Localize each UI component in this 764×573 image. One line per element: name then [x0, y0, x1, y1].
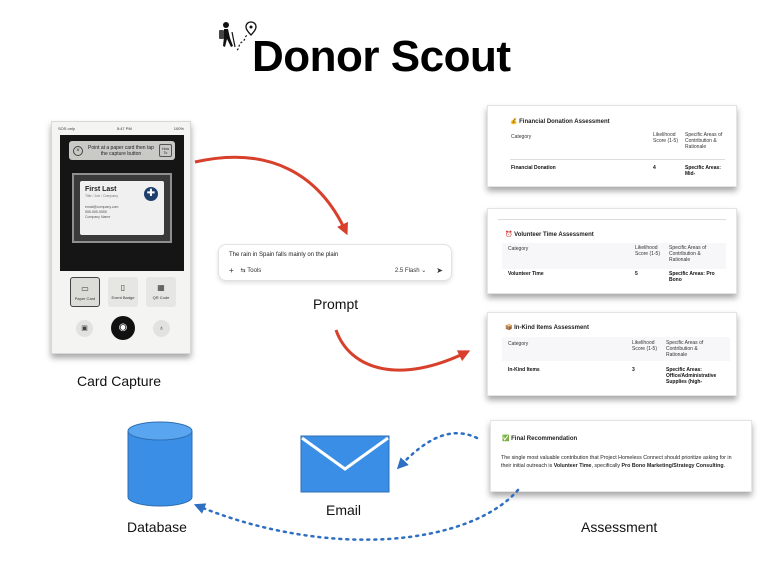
gallery-icon[interactable]: ▣ [76, 319, 93, 337]
inkind-row-category: In-Kind Items [508, 367, 540, 373]
check-icon: ✅ [502, 436, 512, 442]
final-text-1: The single most valuable contribution th… [501, 455, 732, 469]
card-phone: 555-555-5555 [85, 210, 107, 214]
caption-database: Database [127, 519, 187, 535]
status-battery: 100% [173, 125, 184, 131]
financial-title: Financial Donation Assessment [519, 119, 610, 125]
financial-assessment-card: 💰 Financial Donation Assessment Category… [487, 105, 737, 187]
volunteer-row-areas: Specific Areas: Pro Bono [669, 271, 715, 283]
financial-row-score: 4 [653, 165, 656, 171]
volunteer-header-bg [502, 243, 726, 269]
card-title: Title / Job / Company [85, 194, 118, 198]
email-icon [300, 435, 390, 493]
mode-event-badge[interactable]: ▯ Event Badge [108, 277, 138, 307]
mode-label: Event Badge [111, 295, 135, 300]
money-bag-icon: 💰 [510, 119, 520, 125]
tools-label: Tools [247, 267, 262, 274]
inkind-header-bg [502, 337, 730, 361]
chevron-down-icon: ⌄ [421, 267, 427, 274]
final-recommendation-card: ✅ Final Recommendation The single most v… [490, 420, 752, 492]
prompt-toolbar: + ⇆ Tools 2.5 Flash ⌄ ➤ [229, 265, 443, 275]
volunteer-row-category: Volunteer Time [508, 271, 544, 277]
tools-button[interactable]: ⇆ Tools [241, 267, 395, 274]
mode-label: QR Code [152, 295, 170, 300]
caption-card-capture: Card Capture [77, 373, 162, 389]
send-icon[interactable]: ➤ [436, 265, 443, 275]
financial-col-score: Likelihood Score (1-5) [653, 132, 679, 144]
financial-row-areas: Specific Areas: Mid- [685, 165, 721, 177]
card-email: email@company.com [85, 205, 119, 209]
how-to-button[interactable]: How To [159, 144, 172, 157]
final-text-3: . [723, 463, 726, 469]
arrow-assessment-to-email [396, 432, 479, 470]
add-button[interactable]: + [229, 265, 234, 275]
inkind-title: In-Kind Items Assessment [514, 325, 589, 331]
volunteer-col-category: Category [508, 246, 529, 252]
prompt-text: The rain in Spain falls mainly on the pl… [229, 252, 339, 258]
caption-prompt: Prompt [313, 296, 359, 312]
compass-logo-icon: ✚ [144, 187, 158, 201]
phone-screenshot: SOS only 5:47 PM 100% × Point at a paper… [51, 121, 191, 354]
badge-icon: ▯ [120, 283, 126, 292]
prompt-box[interactable]: The rain in Spain falls mainly on the pl… [218, 244, 452, 281]
financial-col-category: Category [511, 134, 532, 140]
inkind-col-score: Likelihood Score (1-5) [632, 340, 658, 352]
card-frame: First Last Title / Job / Company email@c… [72, 173, 172, 243]
card-name: First Last [85, 186, 117, 193]
inkind-assessment-card: 📦 In-Kind Items Assessment Category Like… [487, 312, 737, 396]
final-bold-1: Volunteer Time [553, 463, 592, 469]
volunteer-assessment-card: ⏰ Volunteer Time Assessment Category Lik… [487, 208, 737, 294]
hint-bar: × Point at a paper card then tap the cap… [69, 141, 175, 160]
final-title: Final Recommendation [511, 436, 578, 442]
final-bold-2: Pro Bono Marketing/Strategy Consulting [621, 463, 724, 469]
inkind-row-areas: Specific Areas: Office/Administrative Su… [666, 367, 717, 385]
database-icon [127, 421, 193, 507]
mode-paper-card[interactable]: ▭ Paper Card [70, 277, 100, 307]
arrow-capture-to-prompt [194, 155, 348, 236]
flashlight-icon[interactable]: ♁ [153, 319, 170, 337]
mode-qr-code[interactable]: ▦ QR Code [146, 277, 176, 307]
qr-code-icon: ▦ [157, 283, 165, 292]
caption-assessment: Assessment [581, 519, 658, 535]
inkind-col-category: Category [508, 341, 529, 347]
volunteer-col-areas: Specific Areas of Contribution & Rationa… [669, 245, 707, 263]
capture-button[interactable]: ◉ [111, 316, 135, 340]
camera-icon: ◉ [118, 322, 128, 333]
financial-col-areas: Specific Areas of Contribution & Rationa… [685, 132, 723, 150]
volunteer-row-score: 5 [635, 271, 638, 277]
hint-text: Point at a paper card then tap the captu… [88, 144, 154, 157]
volunteer-top-rule [498, 219, 726, 220]
final-text-2: , specifically [591, 463, 622, 469]
hiker-icon [219, 21, 257, 51]
title-block: Donor Scout [218, 18, 538, 88]
financial-header-rule [510, 159, 725, 160]
inkind-col-areas: Specific Areas of Contribution & Rationa… [666, 340, 704, 358]
final-text: The single most valuable contribution th… [501, 454, 741, 470]
how-to-label: How To [161, 147, 169, 155]
status-time: 5:47 PM [116, 125, 132, 131]
status-carrier: SOS only [58, 125, 75, 131]
phone-status-bar: SOS only 5:47 PM 100% [52, 122, 190, 134]
camera-viewfinder: × Point at a paper card then tap the cap… [60, 135, 184, 271]
arrow-prompt-to-assessment [334, 329, 471, 372]
model-selector[interactable]: 2.5 Flash ⌄ [395, 267, 426, 274]
page-title: Donor Scout [252, 32, 511, 81]
model-label: 2.5 Flash [394, 267, 420, 274]
card-company: Company Name [85, 215, 111, 219]
id-card-icon: ▭ [81, 284, 89, 293]
mode-label: Paper Card [74, 296, 96, 301]
volunteer-col-score: Likelihood Score (1-5) [635, 245, 661, 257]
close-icon[interactable]: × [73, 145, 83, 156]
clock-icon: ⏰ [505, 232, 515, 238]
financial-row-category: Financial Donation [511, 165, 556, 171]
volunteer-title: Volunteer Time Assessment [514, 232, 594, 238]
mode-selector: ▭ Paper Card ▯ Event Badge ▦ QR Code [70, 277, 176, 307]
caption-email: Email [326, 502, 362, 518]
business-card: First Last Title / Job / Company email@c… [80, 181, 164, 235]
tools-icon: ⇆ [240, 267, 248, 274]
inkind-row-score: 3 [632, 367, 635, 373]
package-icon: 📦 [505, 325, 515, 331]
capture-controls: ▣ ◉ ♁ [76, 316, 170, 340]
